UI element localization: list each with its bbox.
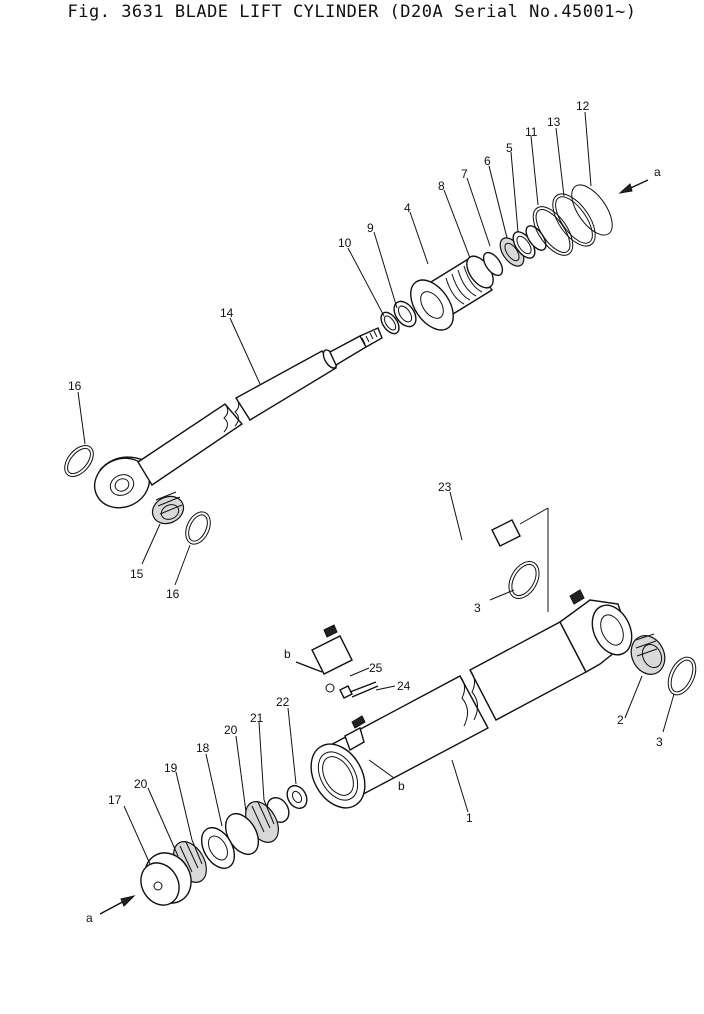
- reference-arrow-a-bottom: [99, 895, 136, 915]
- callout-20-left: 20: [134, 777, 148, 791]
- rod-bushing: [151, 491, 211, 545]
- ref-b-right: b: [398, 779, 405, 793]
- cylinder-head: [410, 251, 504, 331]
- callout-22: 22: [276, 695, 290, 709]
- cylinder-tube: [310, 621, 587, 809]
- bolt: [339, 681, 379, 699]
- callout-23: 23: [438, 480, 452, 494]
- callout-4: 4: [404, 201, 411, 215]
- backup-rings: [532, 184, 613, 256]
- piston-rod: [137, 327, 383, 486]
- callout-20-right: 20: [224, 723, 238, 737]
- callout-2: 2: [617, 713, 624, 727]
- callout-labels: 12 13 11 5 6 7 8 4 9 10 14 16 15 16 23 3…: [68, 99, 663, 925]
- callout-11: 11: [525, 125, 538, 139]
- callout-9: 9: [367, 221, 374, 235]
- callout-6: 6: [484, 154, 491, 168]
- callout-12: 12: [576, 99, 590, 113]
- callout-21: 21: [250, 711, 264, 725]
- callout-8: 8: [438, 179, 445, 193]
- rod-eye: [64, 445, 151, 509]
- callout-16-bottom: 16: [166, 587, 180, 601]
- rod-seals: [380, 300, 417, 335]
- piston-assembly: [140, 784, 308, 906]
- ref-a-top: a: [654, 165, 661, 179]
- callout-15: 15: [130, 567, 144, 581]
- callout-18: 18: [196, 741, 210, 755]
- ref-b-left: b: [284, 647, 291, 661]
- callout-24: 24: [397, 679, 411, 693]
- callout-1: 1: [466, 811, 473, 825]
- callout-5: 5: [506, 141, 513, 155]
- figure-title: Fig. 3631 BLADE LIFT CYLINDER (D20A Seri…: [67, 2, 637, 22]
- callout-13: 13: [547, 115, 561, 129]
- callout-17: 17: [108, 793, 122, 807]
- hydraulic-pipe: [295, 507, 549, 693]
- callout-3-bottom: 3: [656, 735, 663, 749]
- tube-end-eye: [508, 561, 697, 696]
- leader-lines: [77, 111, 675, 865]
- ref-a-bottom: a: [86, 911, 93, 925]
- callout-14: 14: [220, 306, 234, 320]
- callout-19: 19: [164, 761, 178, 775]
- reference-arrow-a-top: [618, 179, 649, 194]
- callout-25: 25: [369, 661, 383, 675]
- callout-16-top: 16: [68, 379, 82, 393]
- callout-7: 7: [461, 167, 468, 181]
- callout-10: 10: [338, 236, 352, 250]
- head-seals: [499, 225, 547, 267]
- callout-3-top: 3: [474, 601, 481, 615]
